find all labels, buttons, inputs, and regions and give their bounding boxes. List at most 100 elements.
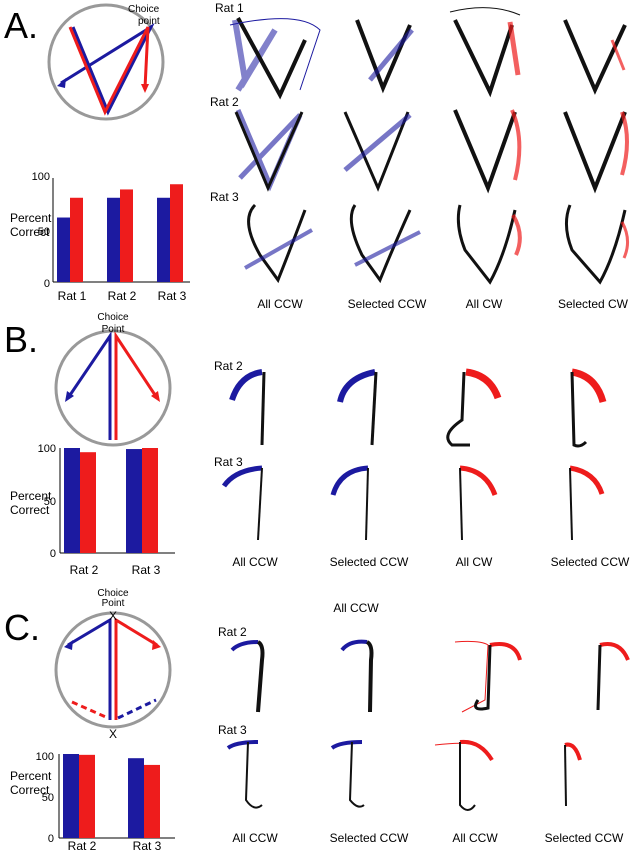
maze-label-line2: Point xyxy=(102,598,125,609)
bar xyxy=(63,754,79,838)
bar xyxy=(79,754,95,838)
trajectory-grid-a xyxy=(229,7,629,285)
trajectory-plot xyxy=(459,465,498,541)
col-label: Selected CCW xyxy=(545,831,624,845)
maze-mark-bottom: X xyxy=(109,727,117,741)
maze-schematic-c: Choice Point X X xyxy=(54,588,172,741)
maze-label-line1: Choice xyxy=(97,312,129,323)
trajectory-plot xyxy=(343,111,412,192)
ccw-route xyxy=(60,22,155,116)
row-label-rat3: Rat 3 xyxy=(214,455,243,469)
bar-chart-c: Percent Correct 100 50 0 Rat 2 Rat 3 xyxy=(10,751,175,852)
maze-label-line2: Point xyxy=(102,324,125,335)
row-label-rat3: Rat 3 xyxy=(210,190,239,204)
row-label-rat2: Rat 2 xyxy=(214,359,243,373)
cw-arrowhead xyxy=(141,84,149,93)
category-label: Rat 1 xyxy=(58,289,87,303)
trajectory-plot xyxy=(456,204,522,285)
trajectory-plot xyxy=(563,19,627,95)
ytick-0: 0 xyxy=(50,548,56,560)
bar xyxy=(157,197,170,282)
col-label: Selected CW xyxy=(558,297,629,311)
trajectory-plot xyxy=(569,465,605,541)
trajectory-plot xyxy=(563,111,629,194)
panel-letter-b: B. xyxy=(4,319,38,360)
ylabel-line1: Percent xyxy=(10,489,52,503)
maze-label-line2: point xyxy=(138,16,160,27)
ytick-50: 50 xyxy=(38,226,50,238)
ytick-100: 100 xyxy=(36,751,54,763)
panel-letter-a: A. xyxy=(4,5,38,46)
ylabel-line2: Correct xyxy=(10,225,50,239)
trajectory-plot xyxy=(229,17,321,100)
category-label: Rat 3 xyxy=(132,563,161,577)
ylabel-line1: Percent xyxy=(10,769,52,783)
trajectory-grid-c xyxy=(226,639,630,811)
trajectory-plot xyxy=(340,639,374,713)
col-label: Selected CCW xyxy=(330,831,409,845)
bar xyxy=(170,184,183,282)
col-label: Selected CCW xyxy=(348,297,427,311)
trajectory-plot xyxy=(565,204,629,285)
panel-c-title: All CCW xyxy=(333,601,379,615)
trajectory-plot xyxy=(221,465,263,541)
col-label: Selected CCW xyxy=(551,555,630,569)
maze-ring xyxy=(54,329,172,447)
maze-schematic-b: Choice Point xyxy=(54,312,172,447)
bar xyxy=(142,448,158,553)
col-label: All CW xyxy=(456,555,493,569)
bar xyxy=(64,448,80,553)
bars-a xyxy=(57,184,183,282)
dashed-return-blue xyxy=(117,698,157,720)
col-label: Selected CCW xyxy=(330,555,409,569)
panel-b: B. Choice Point Percent Correct 100 50 0… xyxy=(4,312,630,577)
maze-ring xyxy=(54,611,172,729)
trajectory-plot xyxy=(330,740,365,808)
ccw-route xyxy=(67,617,112,720)
cw-route xyxy=(114,617,158,720)
trajectory-plot xyxy=(229,369,266,446)
cw-arrowhead xyxy=(151,391,160,402)
bar-chart-b: Percent Correct 100 50 0 Rat 2 Rat 3 xyxy=(10,443,175,577)
cw-route xyxy=(114,331,159,440)
panel-a: A. Choice point Percent Correct 100 50 0… xyxy=(4,1,629,311)
panel-letter-c: C. xyxy=(4,607,40,648)
trajectory-plot xyxy=(330,465,369,541)
bars-c xyxy=(63,754,160,838)
bar xyxy=(126,449,142,553)
trajectory-plot xyxy=(446,368,502,447)
bar xyxy=(107,197,120,282)
trajectory-plot xyxy=(570,368,607,448)
trajectory-plot xyxy=(453,109,522,194)
bar xyxy=(120,189,133,282)
bar xyxy=(128,758,144,838)
maze-schematic-a: Choice point xyxy=(47,3,165,121)
category-label: Rat 2 xyxy=(108,289,137,303)
row-label-rat1: Rat 1 xyxy=(215,1,244,15)
trajectory-plot xyxy=(230,640,265,713)
ylabel-line1: Percent xyxy=(10,211,52,225)
category-label: Rat 2 xyxy=(68,839,97,852)
maze-mark-top: X xyxy=(109,609,117,623)
ytick-100: 100 xyxy=(32,171,50,183)
ccw-arrowhead xyxy=(64,640,73,650)
row-label-rat2: Rat 2 xyxy=(218,625,247,639)
trajectory-plot xyxy=(244,203,313,284)
category-label: Rat 3 xyxy=(158,289,187,303)
ccw-arrowhead xyxy=(57,78,66,88)
dashed-return-red xyxy=(71,700,109,720)
panel-c: C. Choice Point X X Percent Correct 100 … xyxy=(4,588,630,852)
ytick-0: 0 xyxy=(48,833,54,845)
bars-b xyxy=(64,448,158,553)
bar xyxy=(144,764,160,838)
ccw-route xyxy=(66,331,112,440)
row-label-rat3: Rat 3 xyxy=(218,723,247,737)
trajectory-plot xyxy=(226,740,263,809)
category-label: Rat 2 xyxy=(70,563,99,577)
trajectory-plot xyxy=(454,640,522,713)
category-label: Rat 3 xyxy=(133,839,162,852)
ylabel-line2: Correct xyxy=(10,503,50,517)
maze-ring xyxy=(47,3,165,121)
cw-route xyxy=(68,26,150,116)
